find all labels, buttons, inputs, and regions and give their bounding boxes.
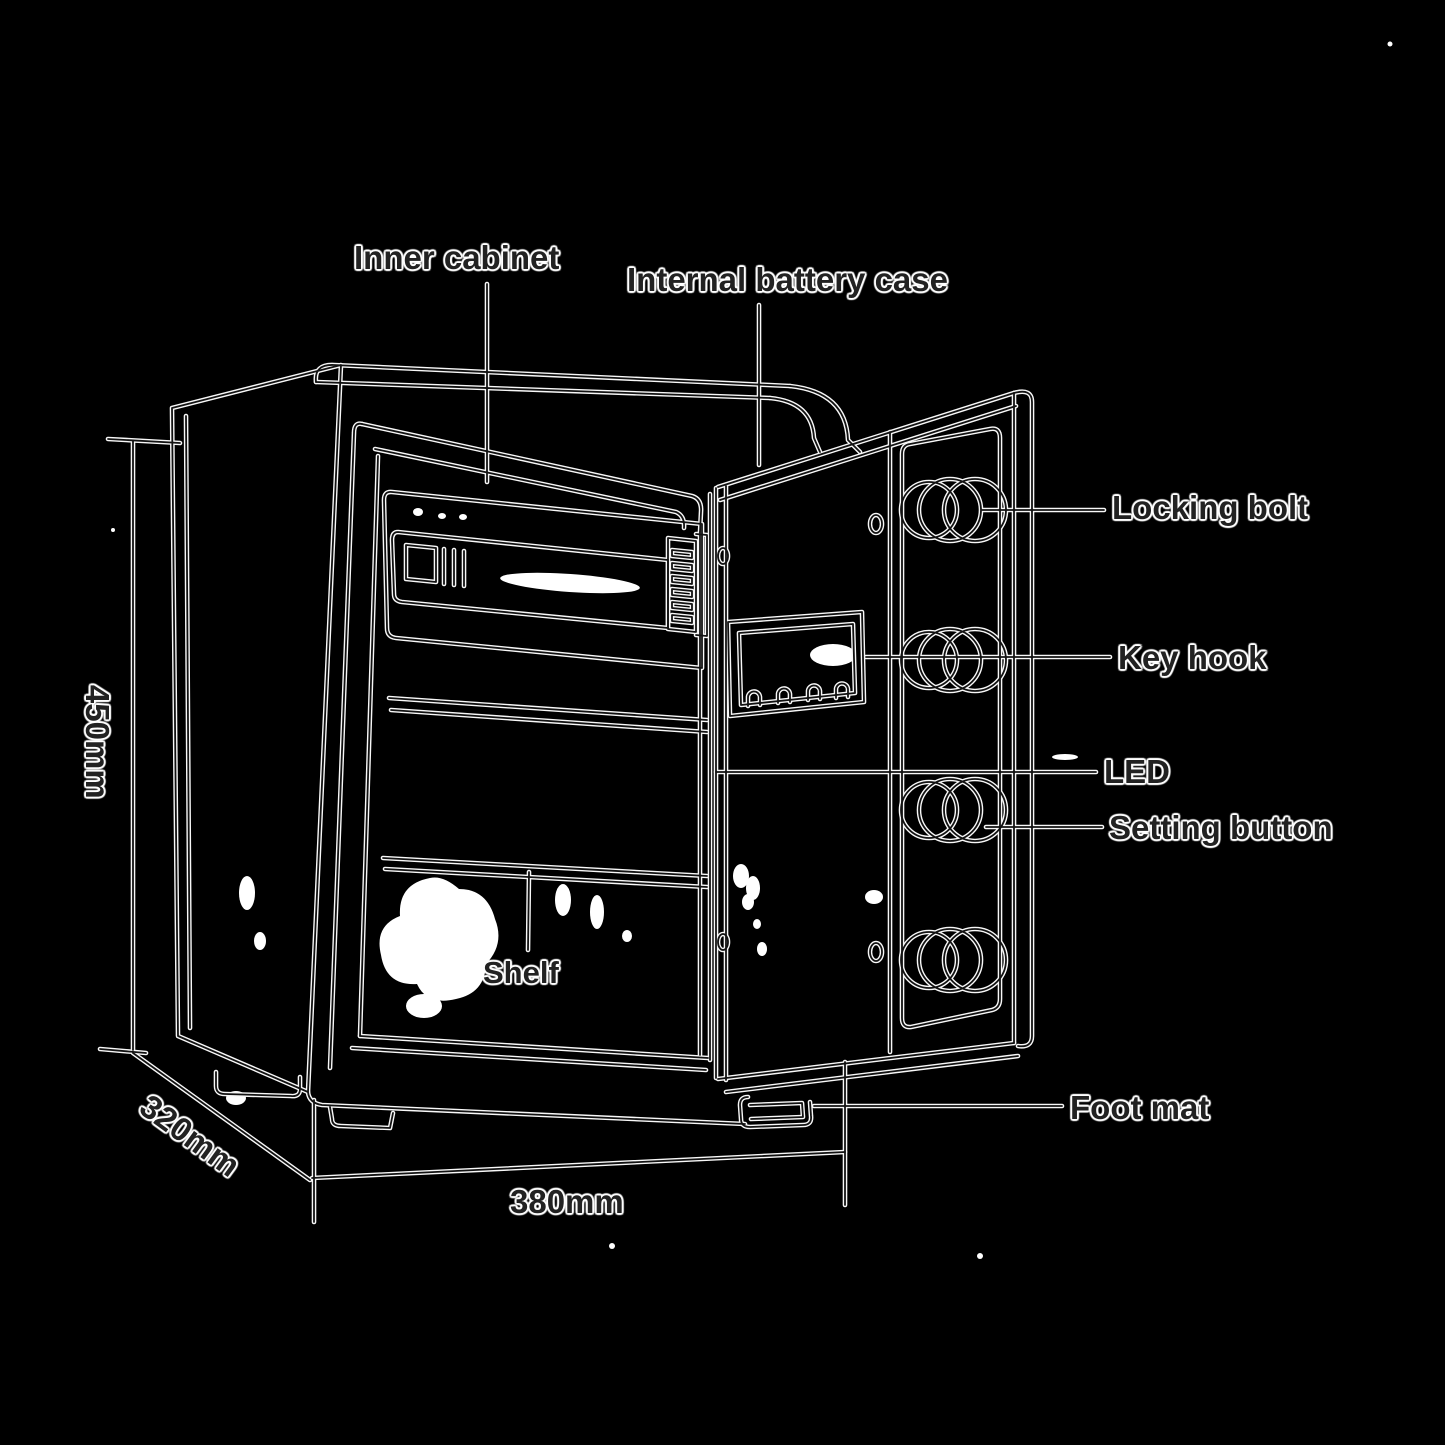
dimension-width-380mm: 380mm	[510, 1183, 624, 1220]
label-inner-cabinet: Inner cabinet	[354, 239, 560, 276]
label-locking-bolt: Locking bolt	[1112, 489, 1309, 526]
white-highlights	[111, 41, 1393, 1259]
label-shelf: Shelf	[483, 955, 559, 990]
label-foot-mat: Foot mat	[1070, 1089, 1210, 1126]
label-led: LED	[1104, 753, 1170, 790]
label-internal-battery-case: Internal battery case	[627, 261, 948, 298]
label-key-hook: Key hook	[1118, 639, 1267, 676]
dimension-height-450mm: 450mm	[78, 684, 116, 799]
label-setting-button: Setting button	[1109, 809, 1333, 846]
